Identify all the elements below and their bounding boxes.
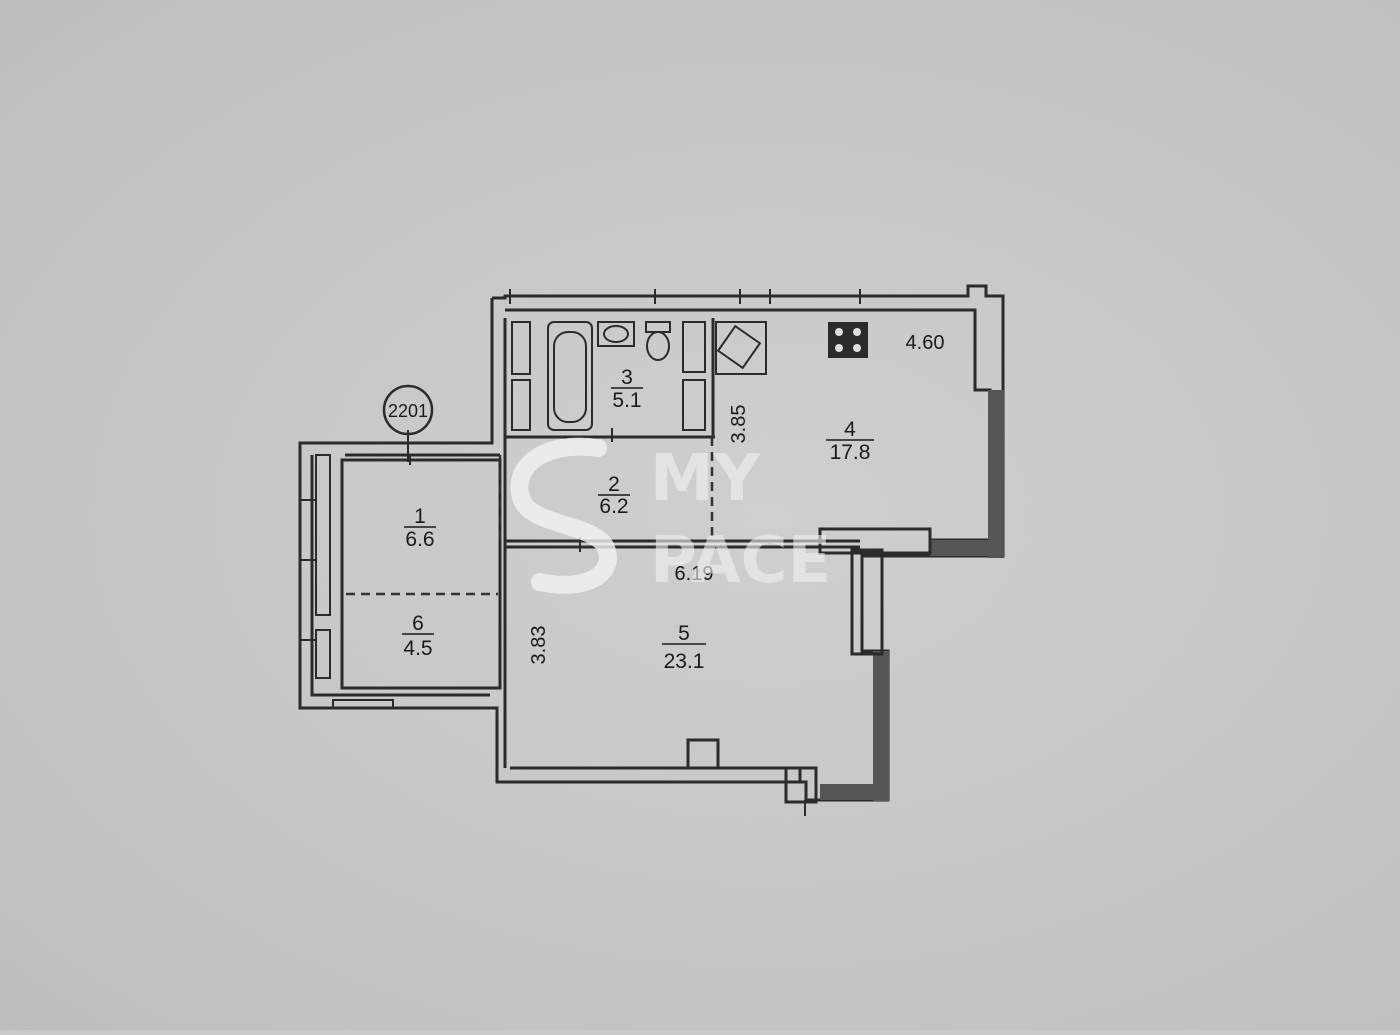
dimension-label: 3.85 [728,405,750,444]
room-3-label: 3 5.1 [611,366,643,412]
sink-icon [597,321,635,347]
room-number: 5 [678,622,690,645]
toilet-icon [645,321,671,361]
room-1-label: 1 6.6 [404,505,436,551]
room-5-label: 5 23.1 [662,622,706,673]
room-area: 4.5 [403,637,432,660]
dimension-label: 6.19 [675,563,714,585]
room-number: 2 [608,473,620,496]
boiler-icon [715,321,767,375]
room-number: 1 [414,505,426,528]
dimension-label: 3.83 [528,626,550,665]
room-number: 6 [412,612,424,635]
washer-icon [511,321,706,431]
room-area: 6.6 [405,528,434,551]
stove-icon [828,322,868,358]
watermark-logo: MY PACE [510,437,831,598]
room-number: 3 [621,366,633,389]
bearing-walls [820,390,1004,801]
room-area: 17.8 [830,441,871,464]
watermark-s-icon [510,437,617,594]
plan-tag-label: 2201 [388,401,428,421]
interior-walls [340,318,932,804]
room-2-label: 2 6.2 [598,473,630,518]
room-area: 5.1 [612,389,641,412]
room-number: 4 [844,418,856,441]
bathtub-icon [547,321,593,431]
dashed-partitions [346,437,714,596]
window-marks [300,289,861,816]
dimension-label: 4.60 [906,332,945,354]
loggia-windows [315,454,394,709]
room-4-label: 4 17.8 [826,418,874,464]
room-area: 6.2 [599,495,628,518]
room-area: 23.1 [664,650,705,673]
plan-tag: 2201 [382,384,434,462]
room-6-label: 6 4.5 [402,612,434,660]
watermark-line-2: PACE [650,524,831,598]
watermark-line-1: MY [650,442,761,516]
